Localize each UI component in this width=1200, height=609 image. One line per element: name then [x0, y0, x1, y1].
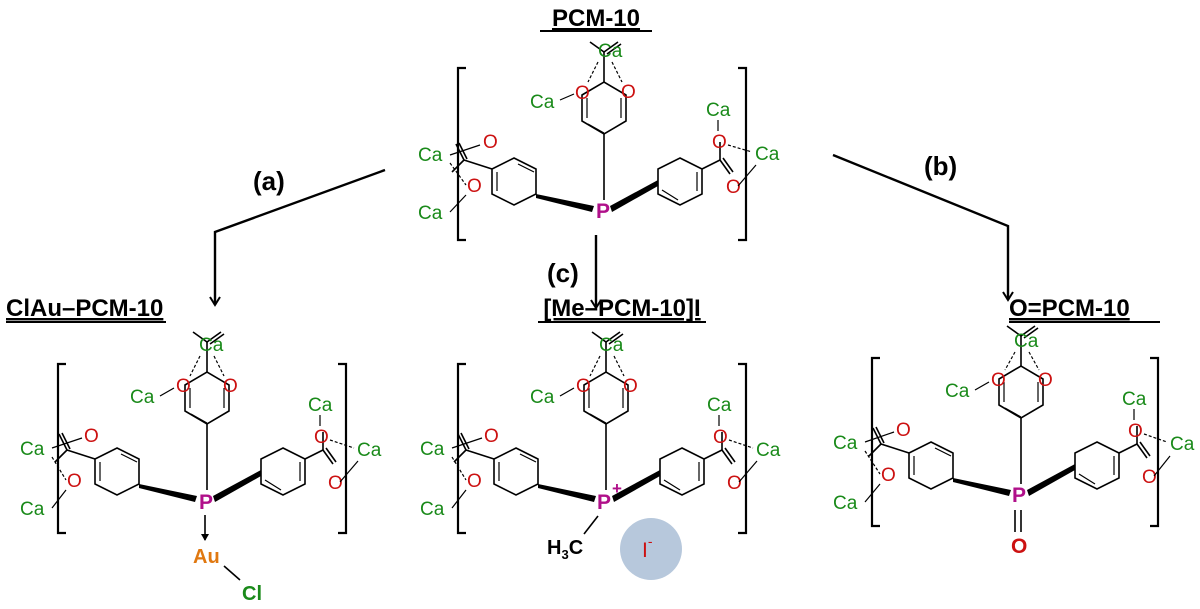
title-claupcm10: ClAu–PCM-10: [6, 295, 163, 322]
oxygen-atom: O: [1142, 467, 1157, 488]
arrow-c: (c): [547, 235, 602, 310]
phosphorus-atom: P: [199, 491, 213, 514]
calcium-atom: Ca: [755, 144, 780, 165]
calcium-atom: Ca: [20, 439, 45, 460]
calcium-atom: Ca: [599, 335, 624, 356]
oxygen-atom: O: [713, 427, 728, 448]
structure-opcm10: P Ca O O Ca O O Ca Ca Ca O O Ca O: [833, 325, 1195, 558]
step-label-b: (b): [924, 151, 957, 181]
oxygen-atom: O: [67, 471, 82, 492]
methyl-group: H3C: [547, 537, 583, 562]
iodide-bubble: [620, 518, 682, 580]
oxygen-atom: O: [176, 376, 191, 397]
oxygen-atom: O: [576, 376, 591, 397]
arrow-b: (b): [832, 151, 1014, 302]
calcium-atom: Ca: [308, 395, 333, 416]
oxygen-atom: O: [467, 176, 482, 197]
oxygen-atom: O: [84, 426, 99, 447]
oxygen-atom: O: [727, 473, 742, 494]
calcium-atom: Ca: [420, 439, 445, 460]
oxygen-atom: O: [991, 370, 1006, 391]
calcium-atom: Ca: [418, 203, 443, 224]
oxygen-atom: O: [223, 376, 238, 397]
arrow-a: (a): [209, 166, 386, 307]
calcium-atom: Ca: [420, 499, 445, 520]
title-mepcm10: [Me–PCM-10]I: [543, 295, 700, 322]
oxygen-atom: O: [896, 420, 911, 441]
calcium-atom: Ca: [530, 92, 555, 113]
calcium-atom: Ca: [1170, 434, 1195, 455]
calcium-atom: Ca: [1014, 331, 1039, 352]
oxygen-atom: O: [1128, 421, 1143, 442]
calcium-atom: Ca: [130, 387, 155, 408]
step-label-a: (a): [253, 166, 285, 196]
calcium-atom: Ca: [598, 41, 623, 62]
calcium-atom: Ca: [20, 499, 45, 520]
phosphorus-atom: P: [597, 491, 611, 514]
phosphorus-atom: P: [1012, 484, 1026, 507]
oxygen-atom: O: [1038, 370, 1053, 391]
calcium-atom: Ca: [833, 493, 858, 514]
calcium-atom: Ca: [1122, 389, 1147, 410]
oxygen-atom: O: [726, 177, 741, 198]
gold-atom: Au: [193, 546, 220, 568]
title-pcm10: PCM-10: [552, 5, 640, 32]
phosphorus-atom: P: [596, 200, 610, 223]
oxygen-atom: O: [314, 427, 329, 448]
oxo-oxygen-atom: O: [1011, 535, 1027, 558]
calcium-atom: Ca: [756, 440, 781, 461]
calcium-atom: Ca: [707, 395, 732, 416]
iodide-ion: I-: [642, 533, 653, 562]
calcium-atom: Ca: [530, 387, 555, 408]
oxygen-atom: O: [483, 132, 498, 153]
calcium-atom: Ca: [945, 381, 970, 402]
structure-claupcm10: P Ca O O Ca O O Ca Ca Ca O O Ca Au Cl: [20, 331, 382, 605]
oxygen-atom: O: [712, 132, 727, 153]
oxygen-atom: O: [484, 426, 499, 447]
oxygen-atom: O: [621, 82, 636, 103]
oxygen-atom: O: [575, 83, 590, 104]
oxygen-atom: O: [328, 473, 343, 494]
oxygen-atom: O: [467, 471, 482, 492]
title-opcm10: O=PCM-10: [1009, 295, 1130, 322]
step-label-c: (c): [547, 258, 579, 288]
oxygen-atom: O: [623, 376, 638, 397]
calcium-atom: Ca: [199, 335, 224, 356]
calcium-atom: Ca: [833, 433, 858, 454]
calcium-atom: Ca: [706, 100, 731, 121]
calcium-atom: Ca: [357, 440, 382, 461]
structure-mepcm10: P + Ca O O Ca O O Ca Ca Ca O O Ca H3C I-: [420, 331, 781, 580]
positive-charge: +: [612, 479, 622, 498]
oxygen-atom: O: [881, 465, 896, 486]
structure-pcm10: P Ca O O Ca O O Ca Ca Ca O O Ca: [418, 41, 780, 242]
calcium-atom: Ca: [418, 145, 443, 166]
chlorine-atom: Cl: [242, 583, 262, 605]
